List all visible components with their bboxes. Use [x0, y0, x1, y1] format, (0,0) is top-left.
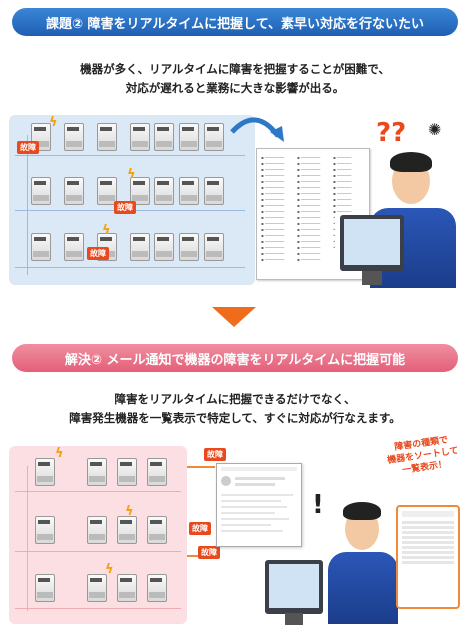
solution-line-1: 障害をリアルタイムに把握できるだけでなく、	[114, 392, 356, 406]
device-list-window: ▪ ────────▪ ────────▪ ────────▪ ────────…	[256, 148, 370, 280]
problem-line-1: 機器が多く、リアルタイムに障害を把握することが困難で、	[80, 62, 390, 76]
question-marks: ??	[376, 118, 407, 148]
fault-badge: 故障	[204, 448, 226, 461]
printer-icon	[87, 458, 107, 486]
printer-icon	[204, 233, 224, 261]
printer-icon	[117, 516, 137, 544]
fault-badge: 故障	[114, 201, 136, 214]
printer-icon	[147, 516, 167, 544]
printer-icon	[117, 458, 137, 486]
printer-icon	[64, 123, 84, 151]
printer-icon	[64, 177, 84, 205]
printer-icon	[179, 177, 199, 205]
printer-icon	[179, 233, 199, 261]
problem-device-panel: ϟ 故障 ϟ 故障 ϟ 故障	[9, 115, 255, 285]
problem-description: 機器が多く、リアルタイムに障害を把握することが困難で、 対応が遅れると業務に大き…	[0, 60, 470, 98]
monitor-icon	[340, 215, 404, 271]
printer-icon	[35, 458, 55, 486]
printer-icon	[35, 516, 55, 544]
printer-icon	[147, 458, 167, 486]
printer-icon	[154, 233, 174, 261]
solution-description: 障害をリアルタイムに把握できるだけでなく、 障害発生機器を一覧表示で特定して、す…	[0, 390, 470, 428]
curved-arrow-icon	[230, 117, 284, 142]
lightning-icon: ϟ	[55, 446, 64, 461]
fault-badge: 故障	[17, 141, 39, 154]
printer-icon	[130, 177, 150, 205]
printer-icon	[147, 574, 167, 602]
problem-banner: 課題② 障害をリアルタイムに把握して、素早い対応を行ないたい	[12, 8, 458, 36]
printer-icon	[130, 233, 150, 261]
printer-icon	[117, 574, 137, 602]
lightning-icon: ϟ	[105, 562, 114, 577]
printer-icon	[31, 177, 51, 205]
email-notification-window	[216, 463, 302, 547]
printer-icon	[31, 233, 51, 261]
printer-icon	[204, 123, 224, 151]
solution-device-panel: ϟ ϟ ϟ	[9, 446, 187, 624]
printer-icon	[154, 123, 174, 151]
lightning-icon: ϟ	[127, 167, 136, 182]
printer-icon	[130, 123, 150, 151]
printer-icon	[97, 177, 117, 205]
printer-icon	[64, 233, 84, 261]
exclamation-mark: !	[312, 490, 324, 520]
sorted-note: 障害の種類で 機器をソートして 一覧表示！	[386, 435, 460, 476]
down-arrow-icon	[212, 307, 256, 327]
printer-icon	[35, 574, 55, 602]
problem-line-2: 対応が遅れると業務に大きな影響が出る。	[125, 81, 345, 95]
fault-badge: 故障	[189, 522, 211, 535]
printer-icon	[87, 574, 107, 602]
printer-icon	[204, 177, 224, 205]
fault-badge: 故障	[87, 247, 109, 260]
printer-icon	[97, 123, 117, 151]
confusion-icon: ✺	[428, 120, 442, 139]
printer-icon	[154, 177, 174, 205]
printer-icon	[87, 516, 107, 544]
fault-badge: 故障	[198, 546, 220, 559]
monitor-icon	[265, 560, 323, 614]
lightning-icon: ϟ	[49, 115, 58, 130]
solution-banner: 解決② メール通知で機器の障害をリアルタイムに把握可能	[12, 344, 458, 372]
lightning-icon: ϟ	[102, 223, 111, 238]
printer-icon	[179, 123, 199, 151]
lightning-icon: ϟ	[125, 504, 134, 519]
solution-line-2: 障害発生機器を一覧表示で特定して、すぐに対応が行なえます。	[69, 411, 401, 425]
sorted-list-window	[396, 505, 460, 609]
